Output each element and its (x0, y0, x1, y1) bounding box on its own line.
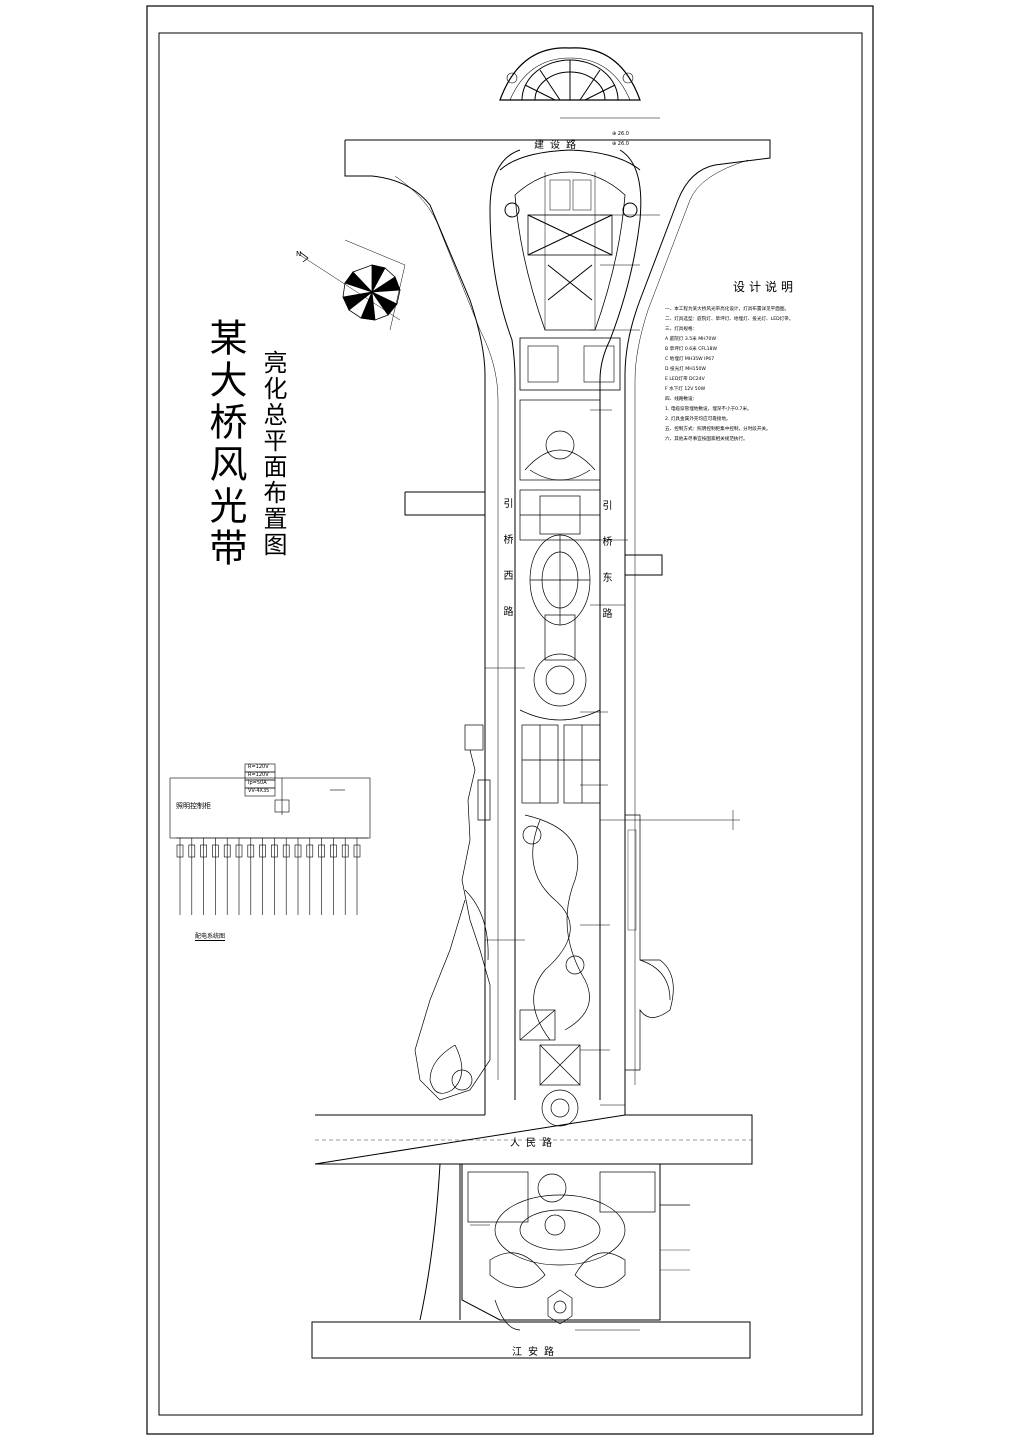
supply-box-label: VV-4X35 (248, 788, 270, 794)
circuit-breaker (259, 844, 266, 858)
control-cabinet-label: 照明控制柜 (176, 802, 211, 810)
east-park (600, 810, 740, 1071)
design-note-line: 2. 灯具金属外壳均应可靠接地。 (665, 417, 731, 422)
compass (299, 239, 406, 331)
design-note-line: 五、控制方式：照明控制柜集中控制，分时段开关。 (665, 427, 771, 432)
circuit-breaker (223, 844, 231, 858)
west-lower-road (419, 1163, 461, 1321)
svg-text:⊕ 26.0: ⊕ 26.0 (612, 141, 629, 147)
design-notes-body: 一、本工程为某大桥风光带亮化设计，灯具布置详见平面图。二、灯具选型：庭院灯、草坪… (665, 305, 865, 445)
design-note-line: 三、灯具规格： (665, 327, 698, 332)
circuit-breaker (294, 844, 302, 858)
design-notes: 设计说明 一、本工程为某大桥风光带亮化设计，灯具布置详见平面图。二、灯具选型：庭… (665, 278, 865, 445)
design-notes-title: 设计说明 (732, 280, 797, 294)
design-note-line: 二、灯具选型：庭院灯、草坪灯、地埋灯、投光灯、LED灯带。 (665, 317, 794, 322)
svg-text:⊕ 26.0: ⊕ 26.0 (612, 131, 629, 137)
road-label-middle: 人民路 (510, 1138, 558, 1149)
circuit-breaker (188, 844, 196, 858)
drawing-subtitle: 亮化总平面布置图 (259, 350, 287, 558)
design-note-line: D 投光灯 MH150W (665, 367, 706, 372)
road-label-top: 建设路 (534, 140, 582, 151)
system-diagram-caption: 配电系统图 (195, 933, 226, 941)
supply-box-label: Ip=50A (248, 780, 267, 786)
side-roads (404, 491, 663, 576)
circuit-breaker (247, 844, 255, 858)
design-note-line: 四、线路敷设： (665, 397, 698, 402)
circuit-breaker (341, 844, 349, 858)
circuit-breaker (353, 844, 361, 858)
drawing-title: 某大桥风光带 (203, 318, 247, 570)
circuit-breaker (282, 844, 290, 858)
power-diagram (169, 763, 371, 915)
circuit-breaker (235, 844, 243, 858)
design-note-line: 六、其他未尽事宜按国家相关规范执行。 (665, 437, 748, 442)
design-note-line: 1. 电缆穿管埋地敷设，埋深不小于0.7米。 (665, 407, 752, 412)
road-label-bottom: 江安路 (512, 1347, 560, 1358)
design-note-line: 一、本工程为某大桥风光带亮化设计，灯具布置详见平面图。 (665, 307, 790, 312)
middle-road (314, 1114, 753, 1165)
circuit-breaker (330, 844, 337, 858)
central-strip (489, 149, 642, 1100)
power-circuits (176, 838, 361, 915)
design-note-line: C 地埋灯 MH35W IP67 (665, 357, 715, 362)
circuit-breaker (212, 844, 219, 858)
west-park (414, 724, 491, 1101)
supply-box-label: R=120V (248, 764, 269, 770)
north-arrow-label: N (296, 250, 302, 258)
circuit-breaker (271, 844, 278, 858)
circuit-breaker (176, 844, 184, 858)
top-road (344, 139, 771, 1115)
design-note-line: F 水下灯 12V 50W (665, 387, 706, 392)
top-plaza (499, 47, 660, 119)
circuit-breaker (200, 844, 207, 858)
callouts (470, 214, 660, 1331)
bottom-road (311, 1321, 751, 1359)
design-note-line: A 庭院灯 3.5米 MH70W (665, 337, 717, 342)
design-note-line: B 草坪灯 0.6米 CFL18W (665, 347, 718, 352)
supply-box-label: R=120V (248, 772, 269, 778)
circuit-breaker (318, 844, 325, 858)
strip-modules (519, 399, 601, 1127)
design-note-line: E LED灯带 DC24V (665, 377, 705, 382)
circuit-breaker (306, 844, 314, 858)
road-label-east: 引桥东路 (600, 500, 611, 644)
bottom-plaza (461, 1163, 690, 1331)
road-label-west: 引桥西路 (501, 498, 512, 642)
